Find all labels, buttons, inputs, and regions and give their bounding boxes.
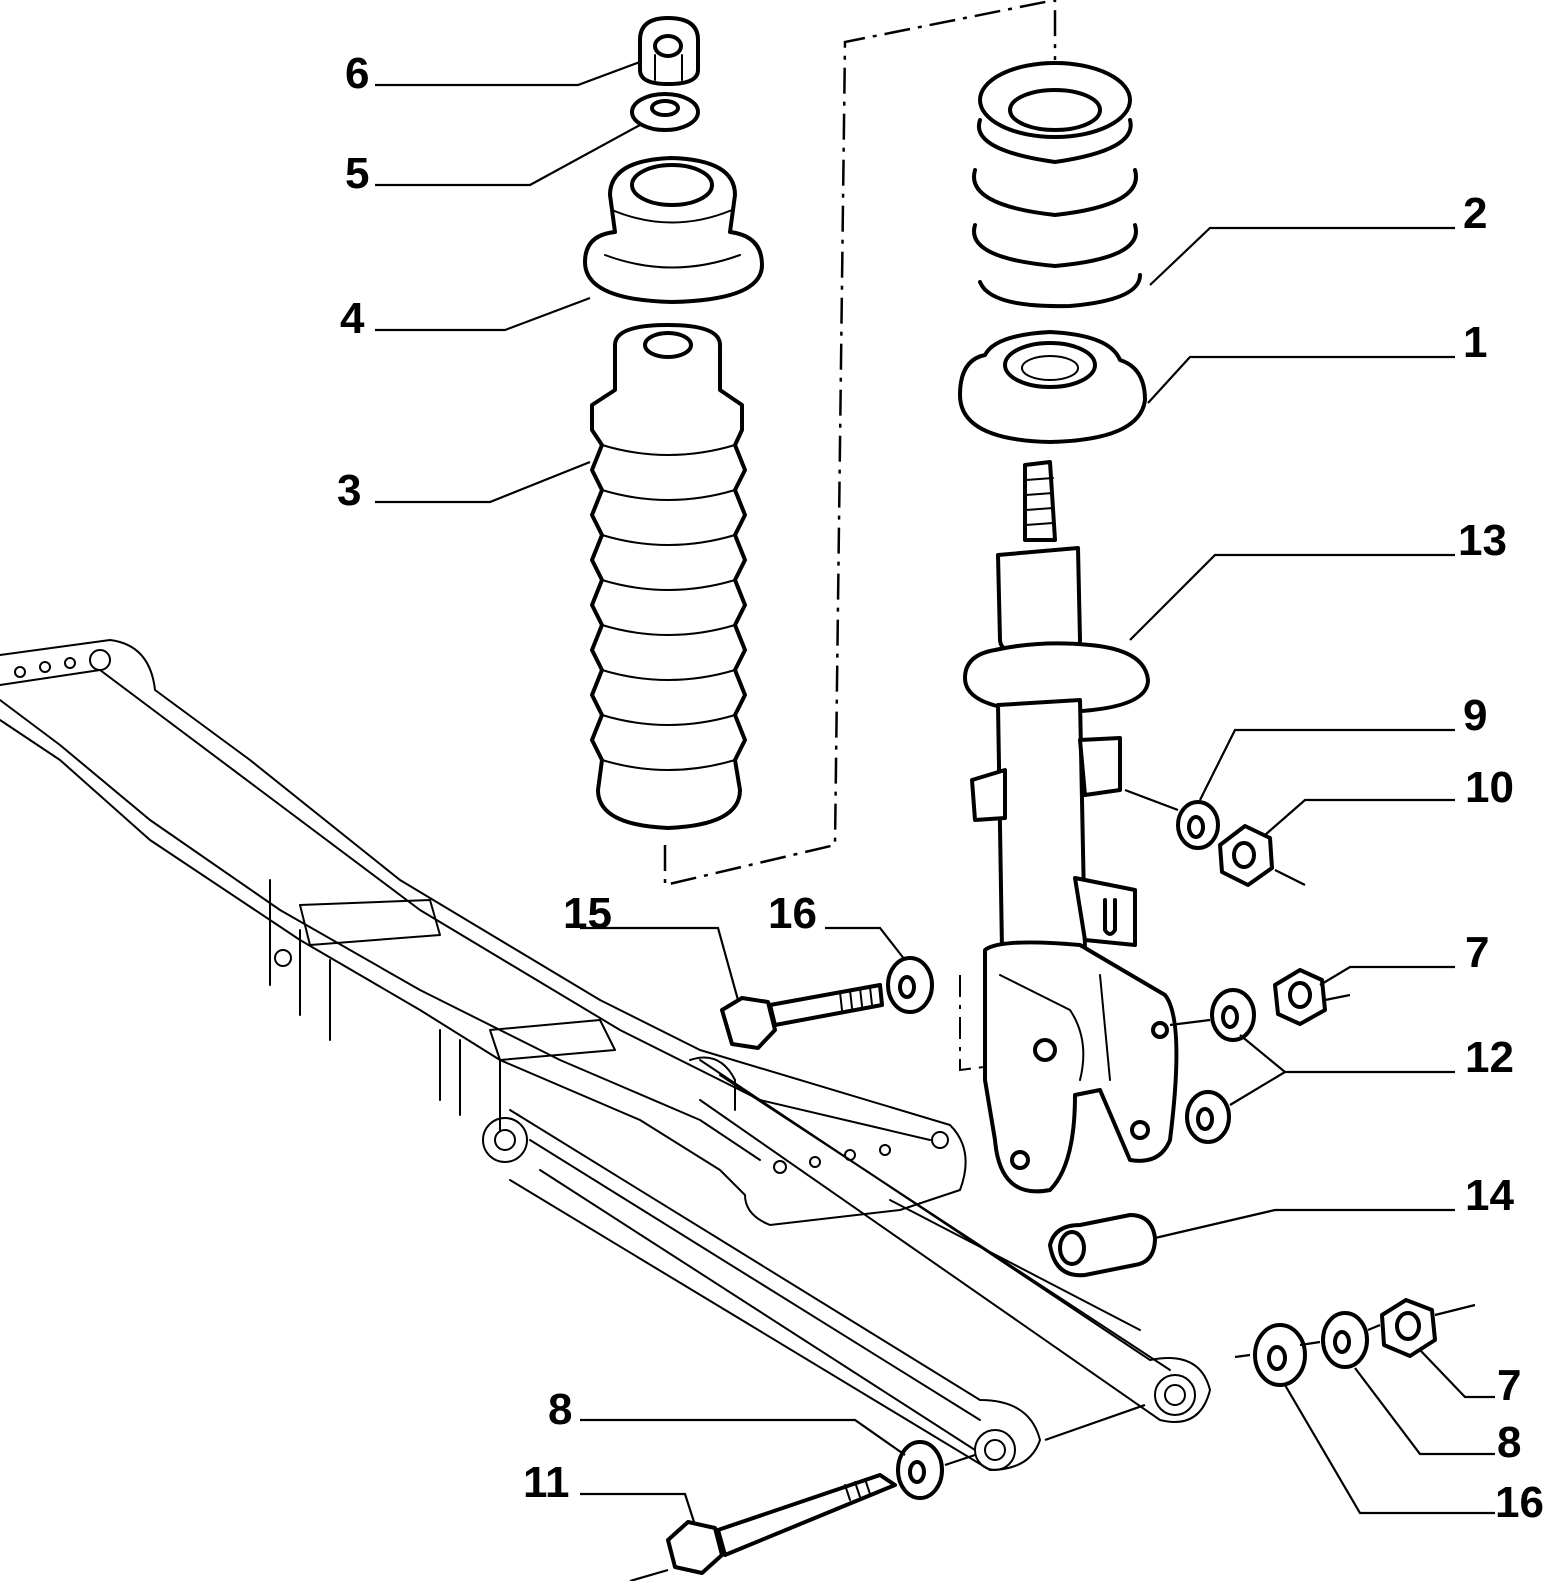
callout-7-lower: 7 — [1497, 1361, 1521, 1410]
callout-11: 11 — [523, 1458, 570, 1507]
rear-axle-beam — [0, 639, 1211, 1471]
nut-7-lower — [1380, 1298, 1437, 1358]
washer-16-upper — [886, 956, 934, 1014]
callout-3: 3 — [337, 466, 361, 515]
washer-5 — [630, 92, 700, 132]
bolt-11 — [666, 1473, 897, 1575]
bellows-boot — [590, 323, 747, 830]
callout-16-lower: 16 — [1495, 1478, 1544, 1527]
callout-2: 2 — [1463, 189, 1487, 238]
callout-8-left: 8 — [548, 1385, 572, 1434]
callout-5: 5 — [345, 149, 369, 198]
washer-8-lower — [1321, 1311, 1369, 1369]
callout-12: 12 — [1465, 1033, 1514, 1082]
upper-mount — [583, 156, 764, 304]
bushing-14 — [1048, 1213, 1157, 1278]
nut-7-upper — [1273, 968, 1327, 1026]
washer-16-lower — [1253, 1323, 1307, 1387]
centerline-lower — [959, 975, 1041, 1072]
callout-4: 4 — [340, 294, 365, 343]
spring-seat — [958, 330, 1147, 444]
callout-8-right: 8 — [1497, 1418, 1521, 1467]
washers-12 — [1185, 988, 1256, 1144]
bolt-15 — [720, 983, 884, 1050]
leader-lines — [375, 60, 1495, 1581]
callout-15: 15 — [563, 889, 612, 938]
callout-1: 1 — [1463, 318, 1487, 367]
callout-labels: 6 5 4 3 2 1 13 9 10 15 16 7 12 14 7 8 8 … — [337, 49, 1544, 1527]
callout-10: 10 — [1465, 763, 1514, 812]
washer-9 — [1176, 800, 1220, 850]
callout-6: 6 — [345, 49, 369, 98]
callout-16-upper: 16 — [768, 889, 817, 938]
top-nut — [638, 16, 700, 86]
callout-7-upper: 7 — [1465, 928, 1489, 977]
washer-8-left — [896, 1440, 944, 1500]
shock-absorber-strut — [963, 460, 1179, 1194]
callout-13: 13 — [1458, 516, 1507, 565]
callout-14: 14 — [1465, 1171, 1514, 1220]
coil-spring — [972, 61, 1142, 309]
nut-10 — [1218, 824, 1274, 887]
callout-9: 9 — [1463, 691, 1487, 740]
centerline — [663, 0, 1057, 887]
